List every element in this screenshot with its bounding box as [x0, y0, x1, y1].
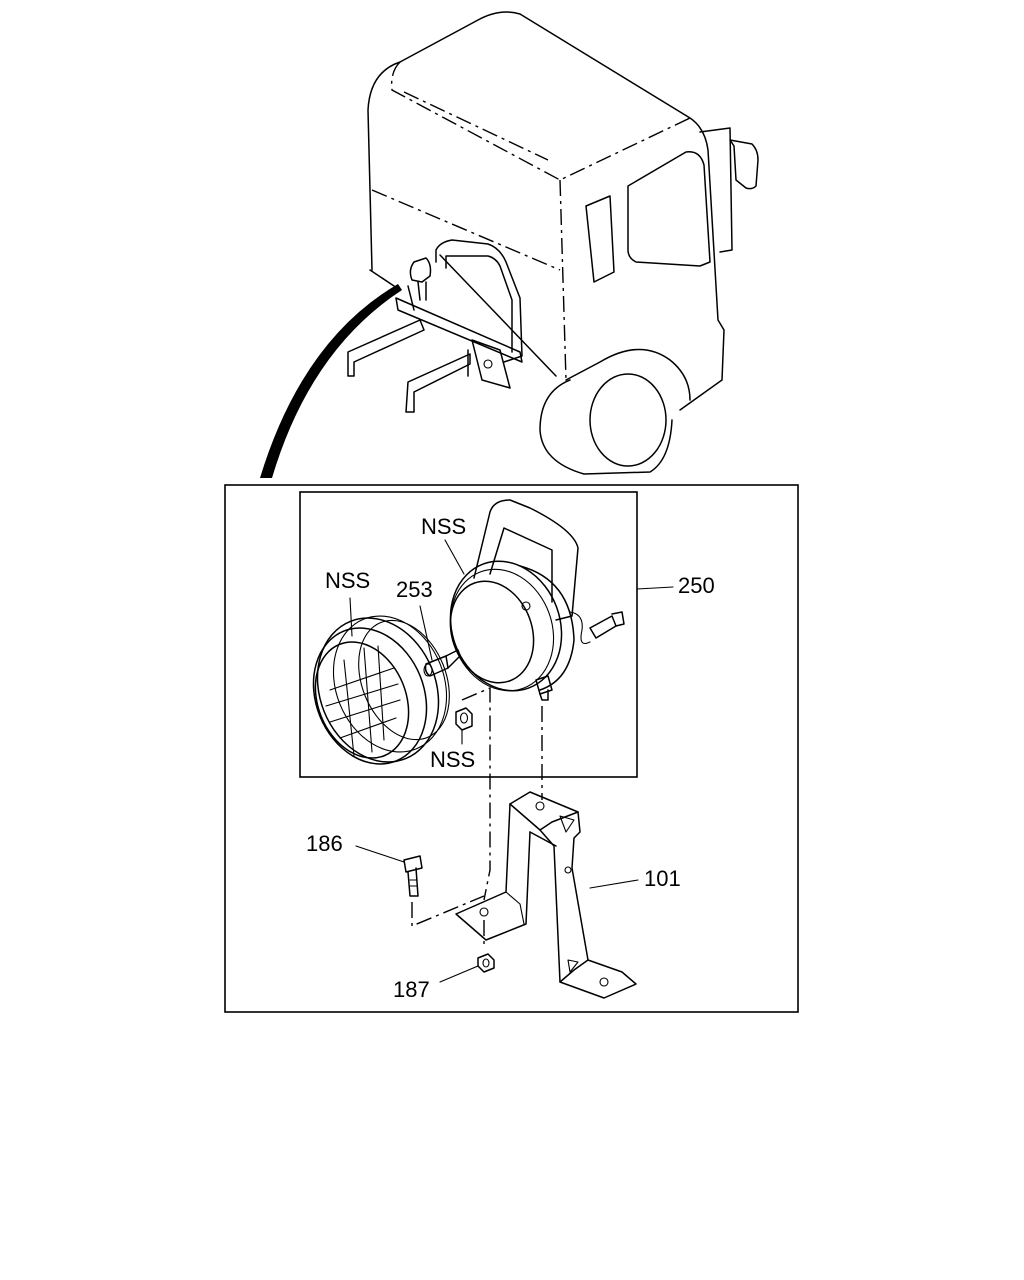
bolt: [403, 855, 423, 897]
callout-250: 250: [678, 573, 715, 598]
callout-nss-nut: NSS: [430, 747, 475, 772]
lamp-housing: [449, 499, 625, 701]
leader-arc: [260, 284, 402, 478]
lamp-lens: [312, 615, 450, 765]
callout-253: 253: [396, 577, 433, 602]
callout-187: 187: [393, 977, 430, 1002]
mounting-bracket: [455, 791, 637, 999]
leader-lines: [349, 539, 674, 983]
assembly-lines: [411, 686, 543, 948]
bracket-nut: [477, 953, 495, 973]
callout-101: 101: [644, 866, 681, 891]
lamp-assembly-frame: [299, 491, 638, 778]
detail-frame: [224, 484, 799, 1013]
callout-nss-lamp-body: NSS: [421, 514, 466, 539]
truck-cab-overview: [347, 11, 759, 475]
callout-186: 186: [306, 831, 343, 856]
lamp-nut: [455, 707, 473, 731]
callout-nss-lens: NSS: [325, 568, 370, 593]
